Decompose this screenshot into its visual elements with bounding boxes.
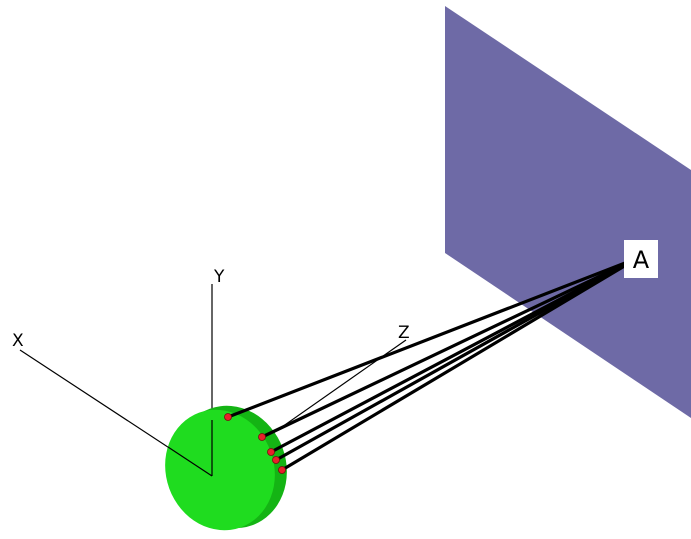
emitter-disk (165, 405, 287, 531)
z-axis-label: Z (398, 323, 410, 343)
x-axis-segment-over-disk (167, 446, 213, 477)
y-axis-label: Y (213, 267, 225, 287)
disk-face (165, 409, 275, 531)
emitter-point-1 (224, 413, 232, 421)
emitter-points (224, 413, 286, 474)
emitter-point-5 (278, 466, 286, 474)
axes-over-disk (167, 420, 213, 477)
ray-4 (274, 256, 640, 462)
emitter-point-2 (258, 433, 266, 441)
target-label: A (633, 246, 650, 274)
ray-5 (280, 256, 640, 472)
screen-plane (445, 6, 691, 418)
ray-2 (260, 256, 640, 439)
emitter-point-4 (272, 456, 280, 464)
target-point-a: A (624, 240, 658, 278)
rays (226, 256, 640, 472)
x-axis-label: X (12, 331, 24, 351)
ray-1 (226, 256, 640, 419)
emitter-point-3 (267, 448, 275, 456)
target-label-box (624, 240, 658, 278)
